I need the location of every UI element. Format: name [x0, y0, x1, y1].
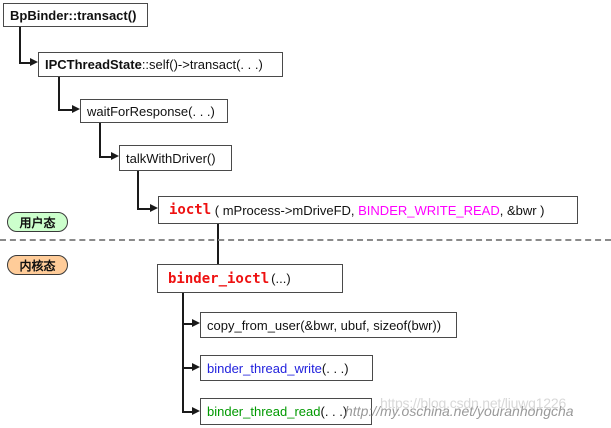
kernel-mode-badge: 内核态: [7, 255, 68, 275]
node-label-flag: BINDER_WRITE_READ: [358, 202, 500, 218]
node-label: waitForResponse(. . .): [87, 103, 215, 119]
connector-line: [137, 208, 152, 210]
node-ipcthreadstate-transact: IPCThreadState::self()->transact(. . .): [38, 52, 283, 77]
node-label-fn: binder_thread_read: [207, 404, 321, 419]
arrowhead-icon: [72, 105, 80, 113]
connector-line: [182, 367, 194, 369]
node-ioctl: ioctl ( mProcess->mDriveFD, BINDER_WRITE…: [158, 196, 578, 224]
node-label-fn: ioctl: [169, 202, 212, 218]
node-label-arg1: ( mProcess->mDriveFD,: [211, 202, 359, 218]
node-talkwithdriver: talkWithDriver(): [119, 145, 232, 171]
node-label-fn: binder_ioctl: [168, 270, 270, 287]
connector-line: [19, 27, 21, 64]
node-label: BpBinder::transact(): [10, 7, 137, 23]
arrowhead-icon: [150, 204, 158, 212]
arrowhead-icon: [192, 407, 200, 415]
connector-line: [182, 323, 194, 325]
node-bpbinder-transact: BpBinder::transact(): [3, 3, 148, 27]
node-label-arg2: , &bwr ): [499, 202, 545, 218]
kernel-mode-label: 内核态: [19, 258, 56, 273]
user-mode-badge: 用户态: [7, 212, 68, 232]
arrowhead-icon: [192, 363, 200, 371]
node-binder-thread-write: binder_thread_write(. . .): [200, 355, 373, 381]
node-label-args: (. . .): [320, 404, 348, 419]
node-label-fn: binder_thread_write: [207, 360, 322, 376]
connector-line: [182, 411, 194, 413]
node-label: talkWithDriver(): [126, 150, 216, 166]
connector-line: [58, 77, 60, 111]
connector-line: [217, 224, 219, 264]
node-label-args: (...): [271, 271, 291, 286]
connector-line: [182, 293, 184, 413]
connector-line: [99, 123, 101, 158]
connector-line: [19, 62, 32, 64]
arrowhead-icon: [30, 58, 38, 66]
connector-line: [137, 171, 139, 210]
connector-line: [58, 109, 74, 111]
arrowhead-icon: [192, 319, 200, 327]
node-label-args: (. . .): [321, 360, 349, 376]
watermark-csdn: https://blog.csdn.net/liuwg1226: [380, 395, 567, 411]
node-label-call: ::self()->transact(. . .): [141, 57, 263, 72]
node-binder-thread-read: binder_thread_read(. . .): [200, 398, 372, 425]
watermark-oschina: http://my.oschina.net/youranhongcha: [345, 403, 574, 419]
arrowhead-icon: [111, 152, 119, 160]
user-kernel-divider: [0, 239, 611, 241]
node-waitforresponse: waitForResponse(. . .): [80, 99, 228, 123]
node-copy-from-user: copy_from_user(&bwr, ubuf, sizeof(bwr)): [200, 312, 457, 338]
user-mode-label: 用户态: [19, 215, 56, 230]
node-label-class: IPCThreadState: [45, 57, 142, 72]
connector-line: [99, 156, 113, 158]
node-binder-ioctl: binder_ioctl(...): [157, 264, 343, 293]
node-label: copy_from_user(&bwr, ubuf, sizeof(bwr)): [207, 317, 442, 333]
